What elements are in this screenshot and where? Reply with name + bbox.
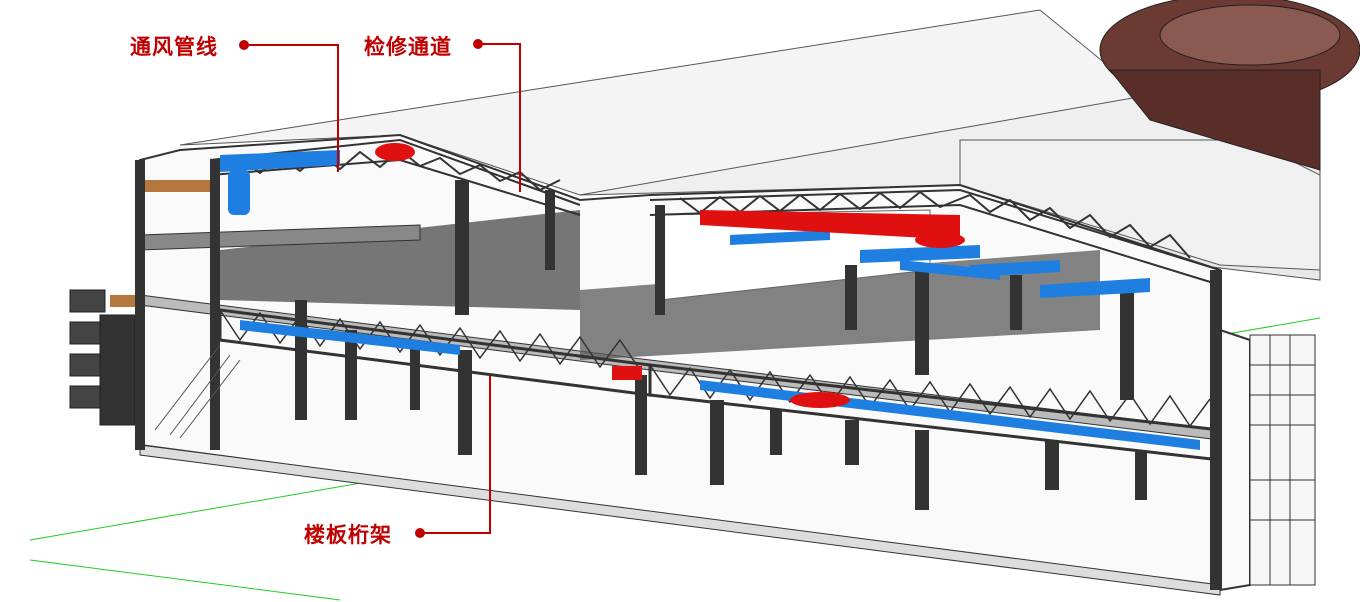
ventilation-ducts-red (375, 143, 965, 408)
columns (135, 160, 1222, 590)
callout-floor-truss: 楼板桁架 (304, 523, 392, 547)
floor-truss (218, 308, 1222, 462)
grid-line (29, 559, 341, 601)
callout-ventilation-ducts: 通风管线 (130, 35, 218, 59)
right-facade (1249, 334, 1316, 586)
stair-stack (69, 289, 136, 426)
ground-slab (139, 444, 1221, 596)
back-wall-upper (220, 210, 580, 310)
escalator (154, 344, 241, 439)
callout-leaders (239, 39, 521, 538)
callout-maintenance-walkway: 检修通道 (364, 35, 452, 59)
back-wall-right (580, 250, 1100, 360)
